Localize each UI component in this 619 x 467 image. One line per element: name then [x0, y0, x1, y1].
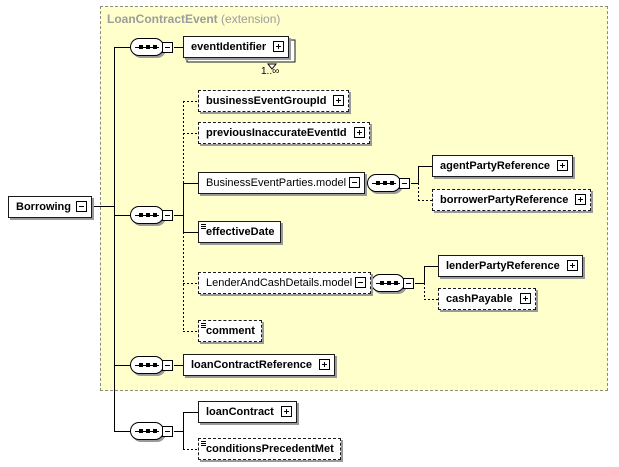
element-cash-payable[interactable]: cashPayable	[438, 288, 536, 310]
element-label: comment	[206, 325, 255, 337]
group-lender-and-cash-details-model[interactable]: LenderAndCashDetails.model	[198, 272, 372, 294]
collapse-icon[interactable]	[355, 277, 367, 288]
collapse-icon[interactable]	[162, 210, 173, 221]
element-effective-date[interactable]: effectiveDate	[198, 221, 282, 243]
element-label: conditionsPrecedentMet	[206, 443, 334, 455]
collapse-icon[interactable]	[162, 360, 173, 371]
sequence-compositor-icon	[130, 422, 164, 440]
sequence-compositor-icon	[367, 174, 401, 192]
element-loan-contract[interactable]: loanContract	[198, 401, 297, 423]
expand-icon[interactable]	[566, 260, 578, 271]
collapse-icon[interactable]	[403, 278, 414, 289]
documentation-icon	[201, 441, 206, 447]
element-previous-inaccurate-event-id[interactable]: previousInaccurateEventId	[198, 122, 370, 144]
collapse-icon[interactable]	[349, 177, 361, 188]
element-label: eventIdentifier	[191, 41, 267, 53]
sequence-compositor-icon	[130, 206, 164, 224]
element-conditions-precedent-met[interactable]: conditionsPrecedentMet	[198, 438, 341, 460]
element-label: lenderPartyReference	[446, 260, 560, 272]
expand-icon[interactable]	[575, 194, 587, 205]
root-element-borrowing[interactable]: Borrowing	[8, 196, 92, 218]
collapse-icon[interactable]	[162, 426, 173, 437]
group-business-event-parties-model[interactable]: BusinessEventParties.model	[198, 172, 366, 194]
sequence-compositor-icon	[130, 38, 164, 56]
element-label: borrowerPartyReference	[440, 194, 569, 206]
element-borrower-party-reference[interactable]: borrowerPartyReference	[432, 189, 592, 211]
sequence-compositor-icon	[371, 274, 405, 292]
collapse-icon[interactable]	[399, 178, 410, 189]
element-comment[interactable]: comment	[198, 320, 262, 342]
expand-icon[interactable]	[273, 41, 285, 52]
element-label: effectiveDate	[206, 226, 275, 238]
expand-icon[interactable]	[353, 127, 365, 138]
element-label: loanContract	[206, 406, 274, 418]
expand-icon[interactable]	[280, 406, 292, 417]
element-business-event-group-id[interactable]: businessEventGroupId	[198, 90, 350, 112]
documentation-icon	[201, 323, 206, 329]
expand-icon[interactable]	[319, 359, 331, 370]
element-loan-contract-reference[interactable]: loanContractReference	[183, 354, 336, 376]
cardinality-label: 1..∞	[261, 66, 280, 77]
element-lender-party-reference[interactable]: lenderPartyReference	[438, 255, 583, 277]
element-label: previousInaccurateEventId	[206, 127, 347, 139]
expand-icon[interactable]	[333, 95, 345, 106]
documentation-icon	[201, 224, 206, 230]
element-label: businessEventGroupId	[206, 95, 327, 107]
collapse-icon[interactable]	[162, 42, 173, 53]
expand-icon[interactable]	[557, 160, 569, 171]
element-label: cashPayable	[446, 293, 513, 305]
element-label: loanContractReference	[191, 359, 313, 371]
element-event-identifier[interactable]: eventIdentifier	[183, 36, 290, 58]
root-label: Borrowing	[16, 201, 71, 213]
expand-icon[interactable]	[519, 293, 531, 304]
group-label: LenderAndCashDetails.model	[206, 277, 353, 289]
collapse-icon[interactable]	[76, 201, 87, 212]
extension-name: LoanContractEvent	[107, 12, 218, 26]
element-agent-party-reference[interactable]: agentPartyReference	[432, 155, 574, 177]
element-label: agentPartyReference	[440, 160, 551, 172]
extension-title: LoanContractEvent (extension)	[107, 12, 280, 26]
group-label: BusinessEventParties.model	[206, 177, 347, 189]
extension-suffix: (extension)	[221, 12, 281, 26]
sequence-compositor-icon	[130, 356, 164, 374]
